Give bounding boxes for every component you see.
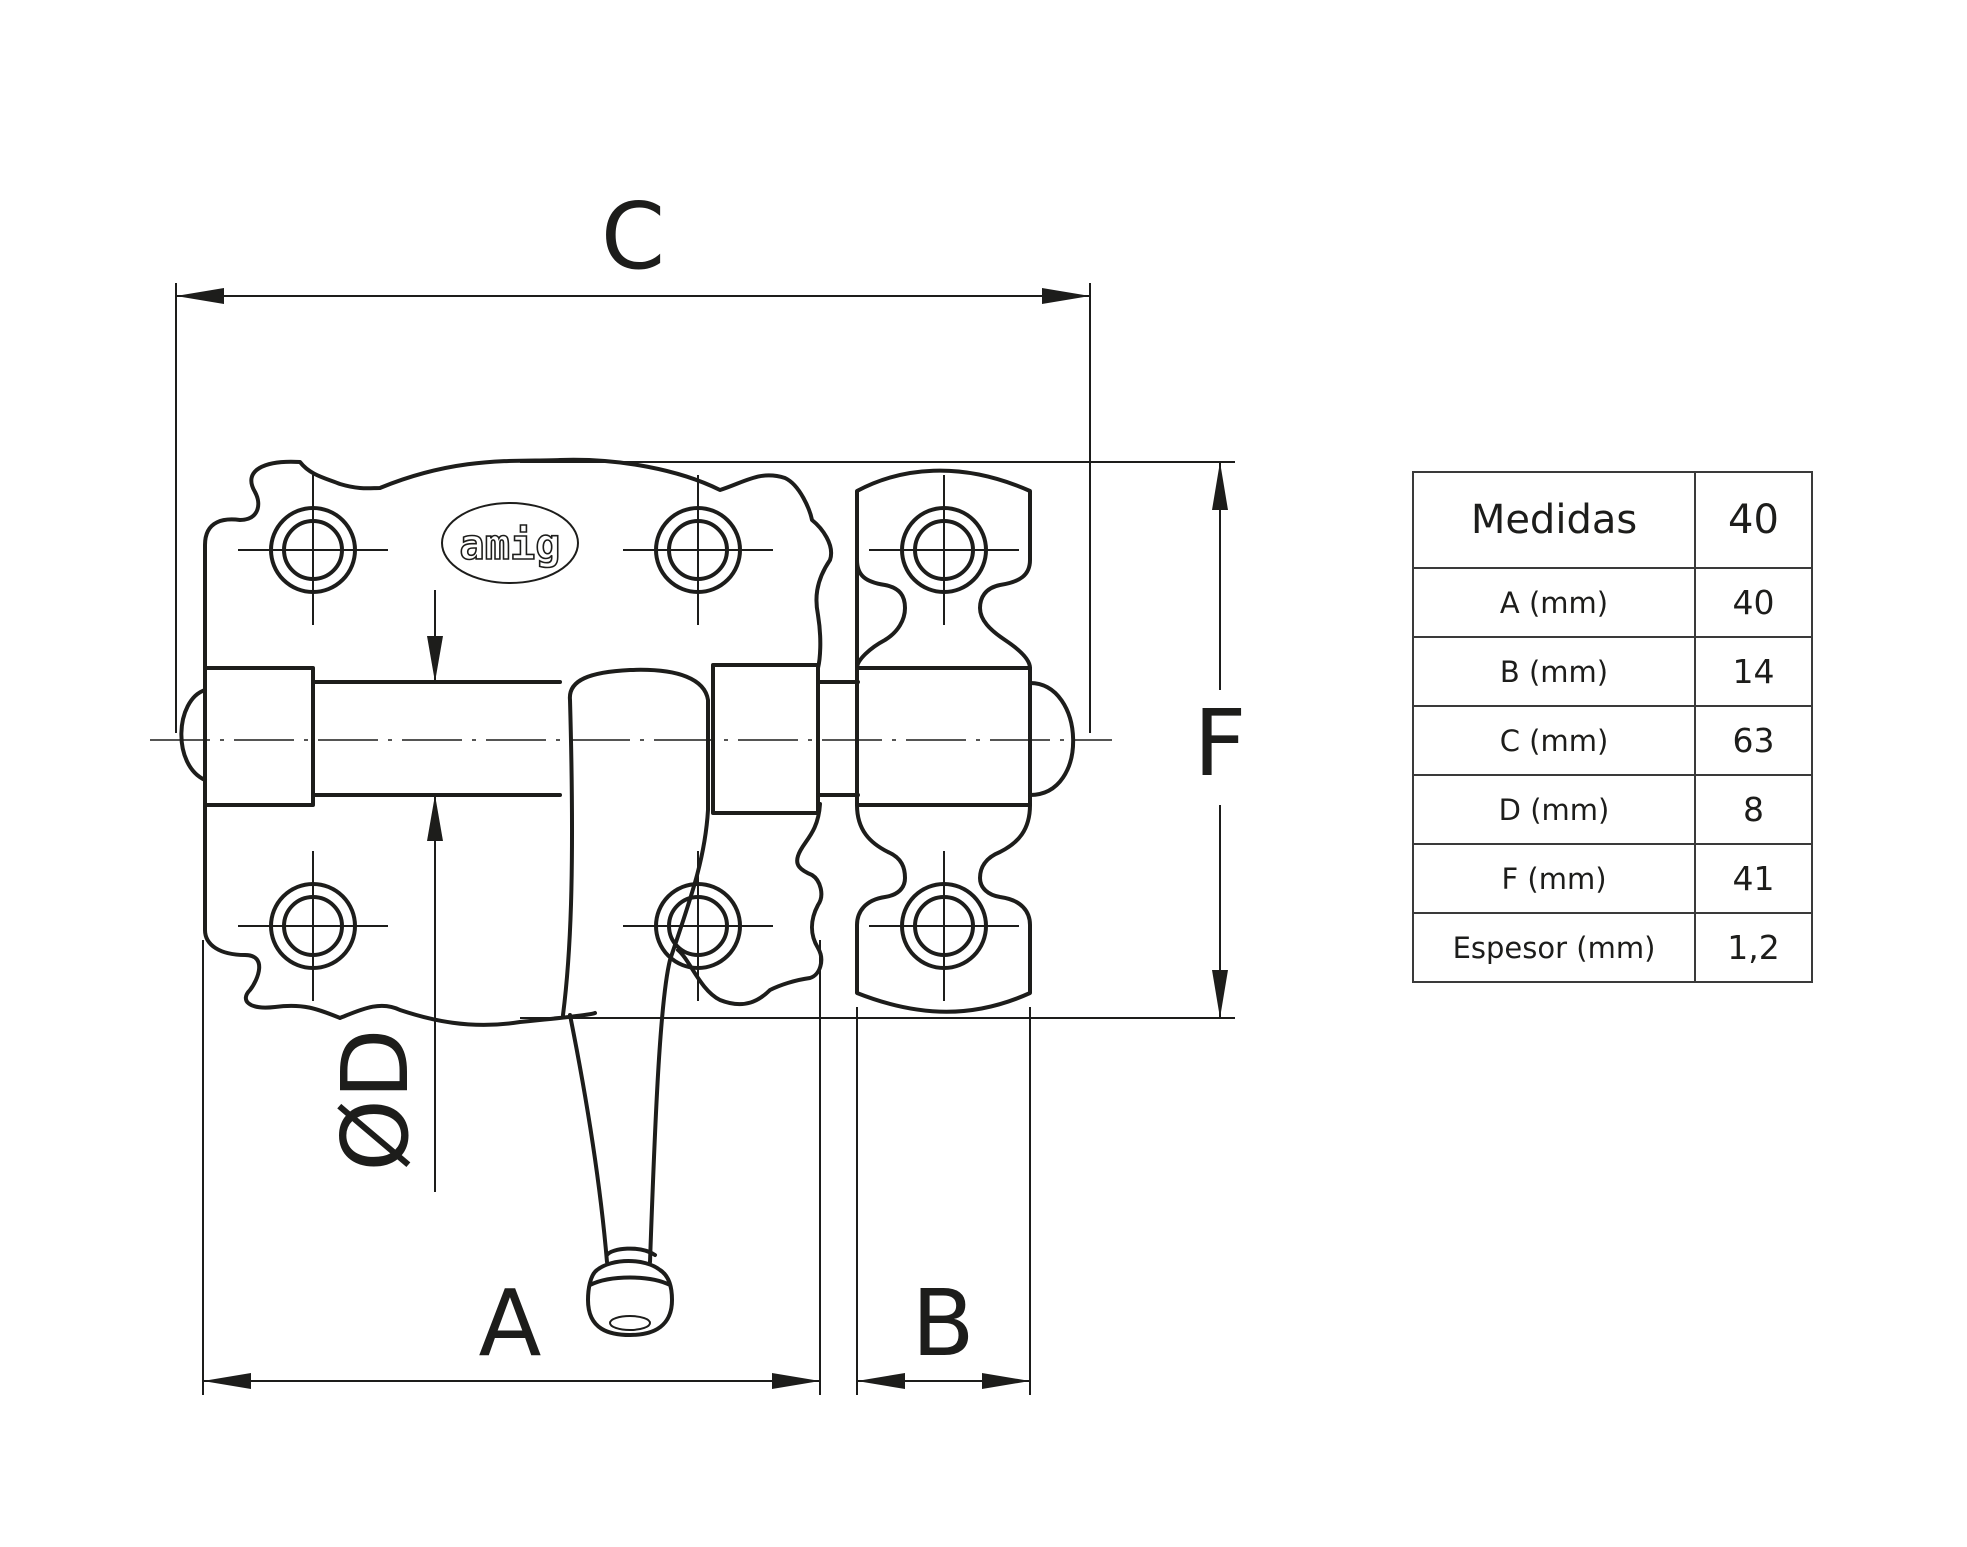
- logo-text: amig: [459, 520, 560, 569]
- table-header-value: 40: [1694, 471, 1813, 569]
- table-cell-label: F (mm): [1412, 843, 1696, 914]
- table-header-label: Medidas: [1412, 471, 1696, 569]
- keeper-plate: [855, 468, 1076, 1014]
- table-row: F (mm) 41: [1412, 843, 1813, 914]
- table-cell-label: A (mm): [1412, 567, 1696, 638]
- amig-logo: amig: [441, 502, 579, 584]
- table-cell-value: 8: [1694, 774, 1813, 845]
- table-cell-label: B (mm): [1412, 636, 1696, 707]
- table-cell-label: C (mm): [1412, 705, 1696, 776]
- table-cell-label: Espesor (mm): [1412, 912, 1696, 983]
- dimension-label-d: ØD: [322, 1028, 429, 1171]
- dimension-label-b: B: [911, 1270, 974, 1377]
- dimension-b: B: [856, 1007, 1031, 1395]
- dimension-c: C: [175, 183, 1091, 733]
- table-cell-value: 40: [1694, 567, 1813, 638]
- table-cell-value: 14: [1694, 636, 1813, 707]
- handle: [561, 667, 710, 1337]
- table-row: A (mm) 40: [1412, 567, 1813, 638]
- table-row: D (mm) 8: [1412, 774, 1813, 845]
- hole-crosshairs: [238, 475, 1019, 1001]
- table-cell-value: 63: [1694, 705, 1813, 776]
- dimensions-table: Medidas 40 A (mm) 40 B (mm) 14 C (mm) 63…: [1412, 471, 1813, 983]
- dimension-label-f: F: [1194, 690, 1247, 797]
- table-row: C (mm) 63: [1412, 705, 1813, 776]
- dimension-f: F: [520, 461, 1247, 1019]
- table-row: B (mm) 14: [1412, 636, 1813, 707]
- dimension-a: A: [202, 940, 821, 1395]
- table-header-row: Medidas 40: [1412, 471, 1813, 569]
- table-cell-value: 41: [1694, 843, 1813, 914]
- main-backplate: [179, 457, 860, 1027]
- table-cell-label: D (mm): [1412, 774, 1696, 845]
- screw-holes: [238, 475, 1019, 1001]
- table-cell-value: 1,2: [1694, 912, 1813, 983]
- dimension-label-c: C: [601, 183, 665, 290]
- dimension-d: ØD: [322, 590, 443, 1192]
- table-row: Espesor (mm) 1,2: [1412, 912, 1813, 983]
- dimension-label-a: A: [479, 1270, 542, 1377]
